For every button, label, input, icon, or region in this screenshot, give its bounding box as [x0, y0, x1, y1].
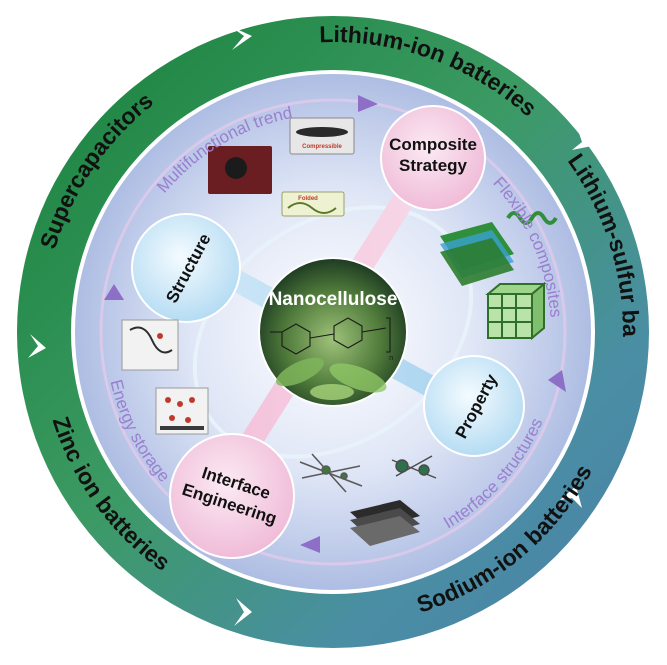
node-label-line2: Strategy: [399, 156, 468, 175]
node-circle: [169, 433, 295, 559]
chevron-icon: [230, 26, 252, 50]
node-circle: [131, 213, 241, 323]
trend-circle: [99, 98, 567, 566]
photo-detail: [287, 202, 337, 214]
schematic-detail: [165, 397, 195, 423]
center-node: n Nanocellulose: [258, 257, 408, 407]
leaf-shape: [329, 363, 387, 393]
node-interface-engineering: Interface Engineering: [169, 433, 295, 559]
node-circle: [380, 105, 486, 211]
photo-detail: [296, 127, 348, 137]
trend-arrows: [104, 95, 566, 553]
node-label-line1: Composite: [389, 135, 477, 154]
particle-network-icon: [391, 455, 437, 479]
chevron-icon: [560, 486, 582, 508]
cellulose-molecule-icon: [270, 317, 391, 355]
schematic-detail: [157, 333, 163, 339]
thumbnail-photo-group: Compressible Folded: [208, 117, 355, 217]
schematic-detail: [129, 326, 173, 354]
formula-subscript-n: n: [389, 354, 393, 362]
schematic-detail: [160, 426, 204, 430]
leaf-shape: [310, 384, 354, 400]
center-label: Nanocellulose: [269, 289, 398, 310]
flexible-composite-illustrations: [440, 211, 558, 341]
leaf-shape: [276, 357, 324, 387]
node-composite-strategy: Composite Strategy: [380, 105, 486, 211]
arrow-icon: [548, 370, 566, 392]
arrow-icon: [104, 284, 124, 300]
thumbnail-caption: Folded: [298, 196, 318, 202]
chevron-icon: [572, 130, 592, 150]
photo-detail: [225, 157, 247, 179]
thumbnail-caption: Compressible: [302, 144, 342, 150]
layered-film-icon: [350, 500, 420, 546]
sheet-layer: [440, 238, 514, 286]
node-structure: Structure: [131, 213, 241, 323]
interface-structure-illustrations: [299, 453, 437, 546]
chevron-icon: [234, 598, 252, 626]
ring-chevrons: [28, 26, 592, 626]
arrow-icon: [300, 536, 320, 553]
arrow-icon: [358, 95, 378, 112]
fiber-network-icon: [299, 453, 363, 493]
chevron-icon: [28, 334, 46, 358]
energy-storage-illustrations: [121, 319, 209, 435]
helix-strand: [506, 211, 558, 225]
lattice-cube-icon: [485, 281, 547, 341]
photo-thumbnail: [281, 191, 345, 217]
node-property: Property: [423, 355, 525, 457]
node-circle: [423, 355, 525, 457]
schematic-thumbnail: [121, 319, 179, 371]
